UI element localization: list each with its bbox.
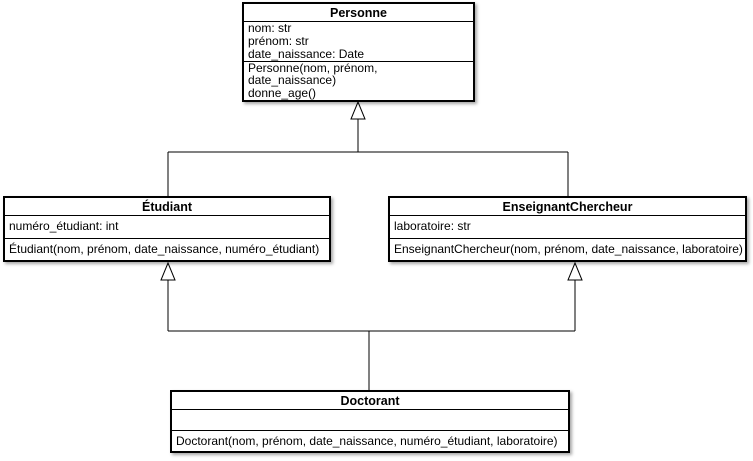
class-methods-section: Doctorant(nom, prénom, date_naissance, n… xyxy=(172,431,568,451)
class-methods-section: EnseignantChercheur(nom, prénom, date_na… xyxy=(390,239,745,261)
hollow-triangle-arrowhead xyxy=(350,100,366,120)
member-text: Personne(nom, prénom, xyxy=(248,61,378,75)
member-text: numéro_étudiant: int xyxy=(9,219,119,234)
member-text: Étudiant(nom, prénom, date_naissance, nu… xyxy=(9,241,320,256)
class-box-etudiant[interactable]: Étudiant numéro_étudiant: int Étudiant(n… xyxy=(3,196,331,262)
class-title: EnseignantChercheur xyxy=(502,200,633,214)
class-methods-section: Personne(nom, prénom,date_naissance)donn… xyxy=(244,62,473,101)
member-text: nom: str xyxy=(248,21,292,36)
generalization-arrow-to-personne xyxy=(167,100,569,196)
member-text: laboratoire: str xyxy=(394,219,471,234)
member-text: donne_age() xyxy=(248,86,317,100)
hollow-triangle-arrowhead xyxy=(160,261,176,281)
member-text: EnseignantChercheur(nom, prénom, date_na… xyxy=(394,241,743,256)
class-box-enseignant-chercheur[interactable]: EnseignantChercheur laboratoire: str Ens… xyxy=(388,196,747,262)
member-text: Doctorant(nom, prénom, date_naissance, n… xyxy=(176,433,558,448)
generalization-arrow-to-etudiant xyxy=(160,261,176,331)
class-title: Doctorant xyxy=(340,394,400,408)
member-text: date_naissance: Date xyxy=(248,46,365,61)
class-title: Personne xyxy=(330,6,387,20)
class-methods-section: Étudiant(nom, prénom, date_naissance, nu… xyxy=(5,239,329,261)
member-text: date_naissance) xyxy=(248,73,337,88)
class-attributes-section: laboratoire: str xyxy=(390,215,745,239)
generalization-branch-from-doctorant xyxy=(168,330,575,390)
class-attributes-section xyxy=(172,409,568,431)
hollow-triangle-arrowhead xyxy=(567,261,583,281)
class-attributes-section: numéro_étudiant: int xyxy=(5,215,329,239)
class-title: Étudiant xyxy=(142,200,192,214)
class-box-doctorant[interactable]: Doctorant Doctorant(nom, prénom, date_na… xyxy=(170,390,570,453)
member-text: prénom: str xyxy=(248,33,309,48)
generalization-arrow-to-enseignant-chercheur xyxy=(567,261,583,331)
